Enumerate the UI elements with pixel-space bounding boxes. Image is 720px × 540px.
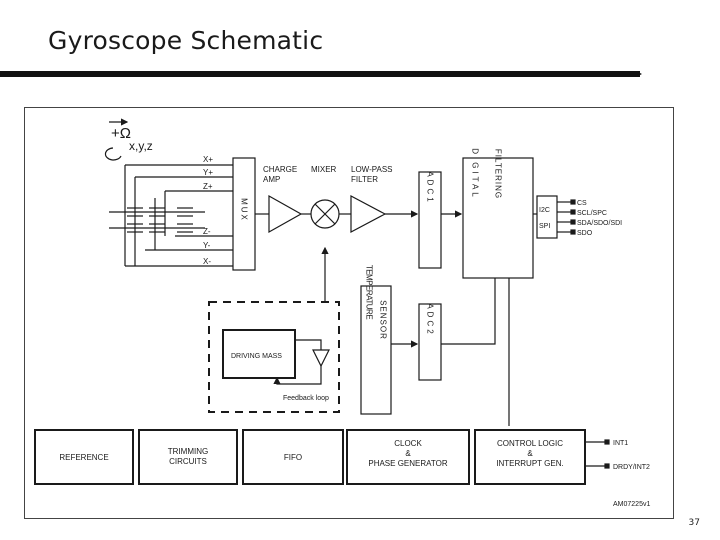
temperature-sensor-block — [360, 285, 392, 415]
title-rule-tip — [636, 71, 642, 77]
pin-x-minus: X- — [203, 257, 211, 266]
clock-label-2: & — [405, 449, 411, 458]
drdy-label: DRDY/INT2 — [613, 464, 650, 471]
trimming-block — [138, 429, 238, 485]
trimming-label-2: CIRCUITS — [169, 457, 207, 466]
adc2-to-digital-line — [441, 278, 496, 345]
clock-label-1: CLOCK — [394, 439, 422, 448]
spi-label: SPI — [539, 223, 550, 230]
trimming-label-1: TRIMMING — [168, 447, 208, 456]
axis-label: x,y,z — [129, 139, 153, 153]
reference-block — [34, 429, 134, 485]
adc1-label: ADC1 — [426, 171, 435, 204]
low-pass-label-2: FILTER — [351, 175, 378, 184]
charge-amp-label-2: AMP — [263, 175, 280, 184]
pin-cs: CS — [577, 200, 587, 207]
pin-scl: SCL/SPC — [577, 210, 607, 217]
low-pass-triangle — [350, 195, 387, 233]
adc2-block — [418, 303, 442, 381]
output-pin-lines — [557, 199, 576, 235]
control-label-3: INTERRUPT GEN. — [496, 459, 563, 468]
control-label-2: & — [527, 449, 533, 458]
reference-label: REFERENCE — [59, 453, 108, 462]
digital-filtering-block — [462, 157, 534, 279]
pin-x-plus: X+ — [203, 155, 213, 164]
rotation-arrow-icon — [104, 147, 122, 161]
temperature-label: TEMPERATURE — [365, 265, 374, 320]
digital-label: DIGITAL — [471, 148, 480, 200]
control-label-1: CONTROL LOGIC — [497, 439, 563, 448]
page-number: 37 — [688, 518, 700, 528]
mixer-label: MIXER — [311, 165, 337, 174]
omega-label: +Ω — [111, 125, 131, 142]
adc2-label: ADC2 — [426, 303, 435, 336]
int1-label: INT1 — [613, 440, 628, 447]
title-rule — [0, 71, 640, 77]
i2c-label: I2C — [539, 207, 550, 214]
pin-z-minus: Z- — [203, 227, 211, 236]
pin-y-plus: Y+ — [203, 168, 213, 177]
low-pass-label-1: LOW-PASS — [351, 165, 393, 174]
block-diagram-svg: +Ω x,y,z X+ Y+ Z+ Z- Y- X- MUX CHARGE AM… — [34, 118, 650, 508]
feedback-amp-triangle — [312, 349, 330, 368]
fifo-block — [242, 429, 344, 485]
pin-z-plus: Z+ — [203, 182, 213, 191]
feedback-loop-boundary — [208, 301, 340, 413]
figure-id-label: AM07225v1 — [613, 501, 650, 508]
clock-label-3: PHASE GENERATOR — [368, 459, 448, 468]
input-bus-lines — [109, 164, 233, 267]
block-diagram: +Ω x,y,z X+ Y+ Z+ Z- Y- X- MUX CHARGE AM… — [24, 107, 674, 519]
driving-mass-block — [222, 329, 296, 379]
filtering-label: FILTERING — [494, 149, 503, 199]
sensor-capacitors — [127, 207, 193, 233]
fifo-label: FIFO — [284, 453, 302, 462]
control-logic-block — [474, 429, 586, 485]
charge-amp-label-1: CHARGE — [263, 165, 297, 174]
mux-label: MUX — [240, 198, 249, 222]
slide-title: Gyroscope Schematic — [48, 26, 324, 55]
pin-sda: SDA/SDO/SDI — [577, 220, 622, 227]
clock-block — [346, 429, 470, 485]
pin-y-minus: Y- — [203, 241, 211, 250]
driving-mass-label: DRIVING MASS — [231, 353, 282, 360]
i2c-spi-block — [536, 195, 558, 239]
feedback-loop-label: Feedback loop — [283, 395, 329, 402]
sensor-label: SENSOR — [379, 300, 388, 340]
pin-sdo: SDO — [577, 230, 593, 237]
adc1-block — [418, 171, 442, 269]
charge-amp-triangle — [268, 194, 303, 234]
